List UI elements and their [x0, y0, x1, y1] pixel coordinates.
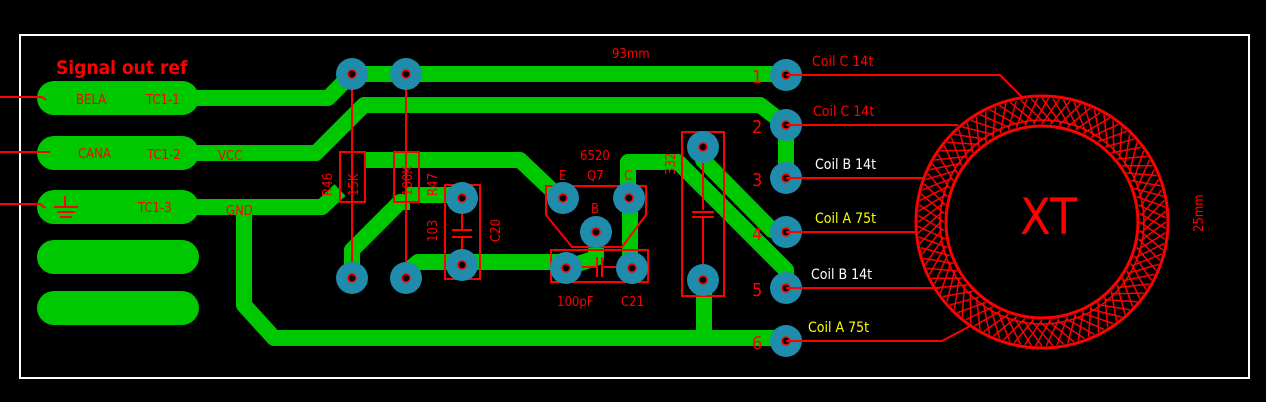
xt-ref: XT: [1020, 188, 1078, 246]
lead-gnd: [0, 203, 46, 209]
toroid-winding: [917, 97, 1167, 347]
connector-label-cana: CANA: [78, 147, 111, 162]
coil-lead-6: [786, 324, 973, 342]
trace-gnd: [190, 184, 346, 215]
lead-bela: [0, 96, 47, 101]
ground-icon: [54, 196, 78, 218]
coil-label: Coil A 75t: [808, 320, 869, 336]
pad-c332-bottom[interactable]: [687, 264, 719, 296]
c332-value: 332: [664, 153, 679, 175]
q7-ref: Q7: [587, 169, 604, 184]
connector-pad-5[interactable]: [37, 291, 199, 325]
c20-ref: C20: [489, 219, 504, 242]
coil-pin-number: 1: [752, 67, 762, 88]
pad-r47-top[interactable]: [390, 58, 422, 90]
xt-toroid: [914, 94, 1170, 350]
net-label-vcc: VCC: [218, 149, 242, 164]
connector-pin-tc1-3: TC1-3: [137, 201, 172, 216]
connector-pad-4[interactable]: [37, 240, 199, 274]
r46-body: [339, 151, 366, 203]
q7-outline: [545, 185, 647, 248]
r47-ref: R47: [426, 173, 441, 196]
coil-label: Coil B 14t: [815, 157, 876, 173]
coil-leads: [786, 74, 1023, 342]
coil-pin-number: 4: [752, 224, 762, 245]
coil-pin-number: 5: [752, 280, 762, 301]
board-title: Signal out ref: [56, 57, 188, 79]
coil-lead-1: [786, 74, 1023, 98]
r47-body: [393, 151, 420, 203]
board-outline: [19, 34, 1250, 379]
q7-pin-e: E: [559, 169, 566, 184]
trace-c20-c21: [399, 254, 565, 280]
r46-value: 15K: [347, 173, 362, 196]
q7-pin-b: B: [591, 202, 599, 217]
width-dimension: 93mm: [612, 47, 650, 62]
c21-ref: C21: [621, 295, 644, 310]
net-label-gnd: GND: [226, 204, 253, 219]
coil-pin-number: 6: [752, 333, 762, 354]
coil-pin-number: 3: [752, 170, 762, 191]
pad-r46-top[interactable]: [336, 58, 368, 90]
connector-pad-cana[interactable]: [37, 136, 199, 170]
r46-ref: R46: [321, 173, 336, 196]
height-dimension: 25mm: [1192, 194, 1207, 232]
pad-q7-c[interactable]: [613, 182, 645, 214]
connector-pin-tc1-2: TC1-2: [146, 148, 181, 163]
c21-value: 100pF: [557, 295, 594, 310]
coil-label: Coil B 14t: [811, 267, 872, 283]
pad-q7-b[interactable]: [580, 216, 612, 248]
pad-r46-bottom[interactable]: [336, 262, 368, 294]
pad-q7-e[interactable]: [547, 182, 579, 214]
coil-pin-number: 2: [752, 117, 762, 138]
pad-c332-top[interactable]: [687, 131, 719, 163]
coil-label: Coil C 14t: [812, 54, 873, 70]
pad-c21-right[interactable]: [616, 252, 648, 284]
q7-value: 6520: [580, 149, 610, 164]
coil-label: Coil A 75t: [815, 211, 876, 227]
coil-label: Coil C 14t: [813, 104, 874, 120]
connector: [37, 81, 199, 325]
trace-tc1-1: [190, 66, 785, 106]
connector-label-bela: BELA: [76, 93, 106, 108]
trace-gnd-down: [236, 210, 786, 346]
pad-c20-bottom[interactable]: [446, 249, 478, 281]
copper-layer: [190, 66, 794, 346]
c20-value: 103: [426, 220, 441, 242]
connector-pin-tc1-1: TC1-1: [145, 93, 180, 108]
connector-pad-gnd[interactable]: [37, 190, 199, 224]
connector-pad-bela[interactable]: [37, 81, 199, 115]
r47-value: 100K: [401, 166, 416, 196]
pad-c21-left[interactable]: [550, 252, 582, 284]
pad-r47-bottom[interactable]: [390, 262, 422, 294]
pad-c20-top[interactable]: [446, 182, 478, 214]
q7-pin-c: C: [624, 169, 632, 184]
